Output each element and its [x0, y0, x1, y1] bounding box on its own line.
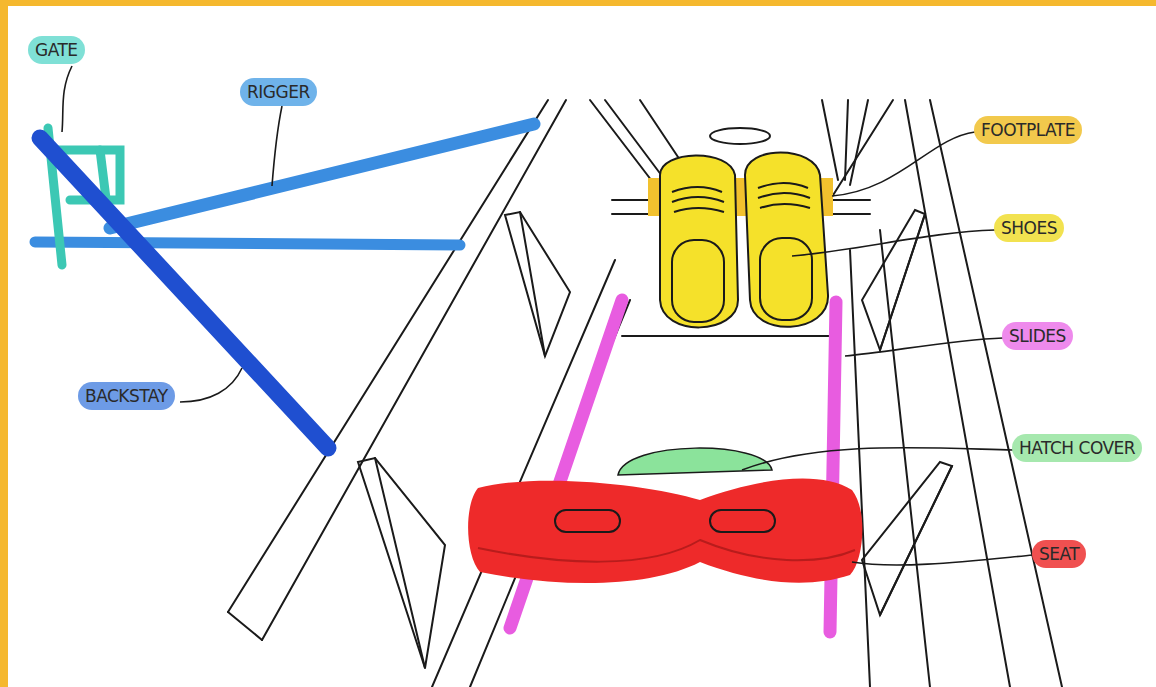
part-label: SHOES	[994, 214, 1064, 242]
leader-lines	[62, 66, 1033, 565]
part-label: BACKSTAY	[78, 382, 175, 410]
part-label: RIGGER	[240, 78, 317, 106]
part-label: HATCH COVER	[1012, 434, 1142, 462]
rigger	[35, 124, 534, 245]
shoes	[660, 153, 828, 328]
frame-border	[0, 0, 8, 687]
frame-border	[0, 0, 1156, 6]
backstay	[40, 138, 328, 448]
part-label: SEAT	[1032, 540, 1086, 568]
part-label: GATE	[28, 36, 85, 64]
seat	[468, 479, 862, 583]
hull-lines	[228, 100, 1062, 687]
hatch-cover	[618, 448, 772, 475]
part-label: SLIDES	[1002, 322, 1073, 350]
part-label: FOOTPLATE	[974, 116, 1082, 144]
